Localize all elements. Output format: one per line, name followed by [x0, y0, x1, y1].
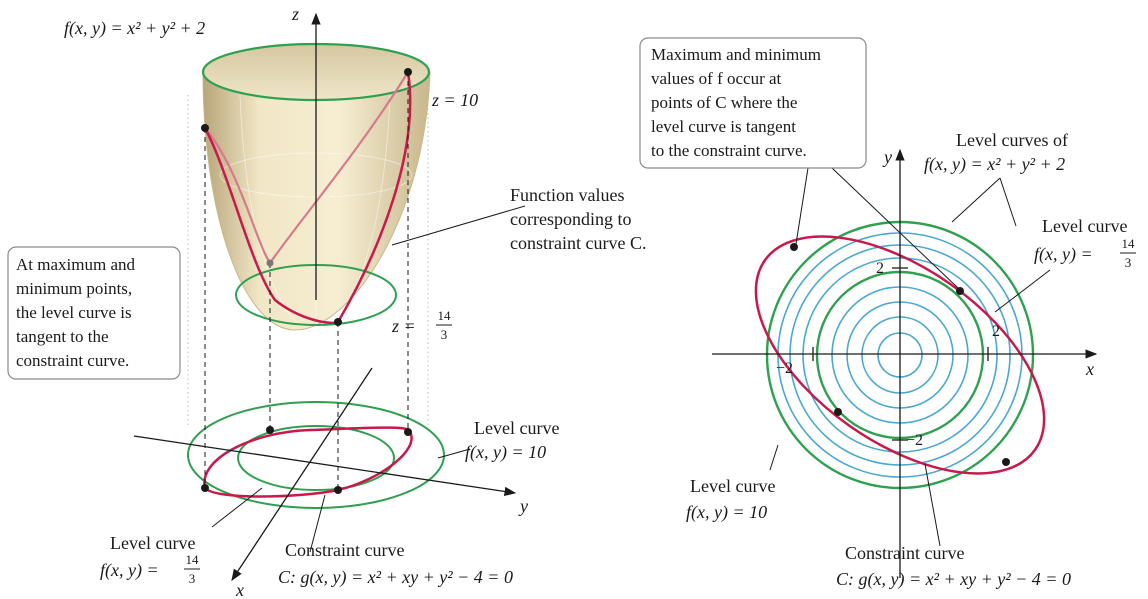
svg-text:3: 3 — [189, 571, 196, 586]
projection-lines — [204, 72, 409, 490]
extreme-points — [201, 68, 412, 494]
surface-guide-lines — [187, 95, 429, 425]
x-axis — [231, 367, 373, 581]
right-callout-box — [639, 37, 867, 169]
tick-y-2: 2 — [876, 260, 884, 277]
right-level-curve-14-3-label: Level curve f(x, y) = 14 3 — [1034, 216, 1136, 270]
z-10-label: z = 10 — [431, 90, 478, 110]
z-14-3-label: z = 14 3 — [391, 308, 452, 342]
tick-y-neg2: −2 — [906, 432, 923, 449]
level-curve-14-3-plane — [237, 425, 395, 491]
right-constraint-ellipse — [754, 235, 1046, 475]
left-callout-box — [7, 246, 181, 380]
level-curves-of-label: Level curves of f(x, y) = x² + y² + 2 — [924, 130, 1072, 175]
constraint-curve-surface — [203, 71, 412, 324]
svg-text:14: 14 — [186, 552, 200, 567]
tick-x-2: 2 — [992, 323, 1000, 340]
svg-text:z =: z = — [391, 316, 416, 336]
function-label: f(x, y) = x² + y² + 2 — [64, 18, 205, 39]
right-y-axis-label: y — [882, 147, 892, 167]
svg-text:14: 14 — [438, 308, 452, 323]
svg-text:f(x, y) =: f(x, y) = — [100, 560, 159, 581]
left-constraint-curve-label: Constraint curve C: g(x, y) = x² + xy + … — [278, 540, 513, 588]
svg-text:3: 3 — [441, 327, 448, 342]
x-axis-label: x — [235, 580, 244, 599]
right-x-axis-label: x — [1085, 359, 1094, 379]
right-level-curve-10-label: Level curve f(x, y) = 10 — [686, 476, 780, 523]
level-curve-10-plane — [187, 401, 445, 509]
z-axis-label: z — [291, 4, 299, 24]
right-constraint-curve-label: Constraint curve C: g(x, y) = x² + xy + … — [836, 543, 1071, 590]
left-level-curve-10-label: Level curve f(x, y) = 10 — [465, 418, 564, 463]
left-level-curve-14-3-label: Level curve f(x, y) = 14 3 — [100, 533, 200, 586]
svg-text:f(x, y) =: f(x, y) = — [1034, 244, 1093, 265]
function-values-note: Function values corresponding to constra… — [510, 185, 646, 253]
left-callout-text: At maximum and minimum points, the level… — [16, 255, 139, 370]
constraint-curve-surface-back — [204, 127, 271, 264]
left-3d-panel: At maximum and minimum points, the level… — [7, 4, 646, 599]
svg-text:14: 14 — [1122, 236, 1136, 251]
y-axis — [133, 435, 517, 497]
svg-text:Level curve: Level curve — [1042, 216, 1127, 236]
right-tangent-points — [790, 243, 1010, 466]
right-2d-panel: 2 −2 2 −2 Maximum and minimum values of … — [639, 37, 1136, 590]
right-callout-text: Maximum and minimum values of f occur at… — [651, 45, 825, 160]
svg-text:3: 3 — [1125, 255, 1132, 270]
y-axis-label: y — [518, 496, 528, 516]
svg-text:Level curve: Level curve — [110, 533, 195, 553]
tick-x-neg2: −2 — [776, 360, 793, 377]
